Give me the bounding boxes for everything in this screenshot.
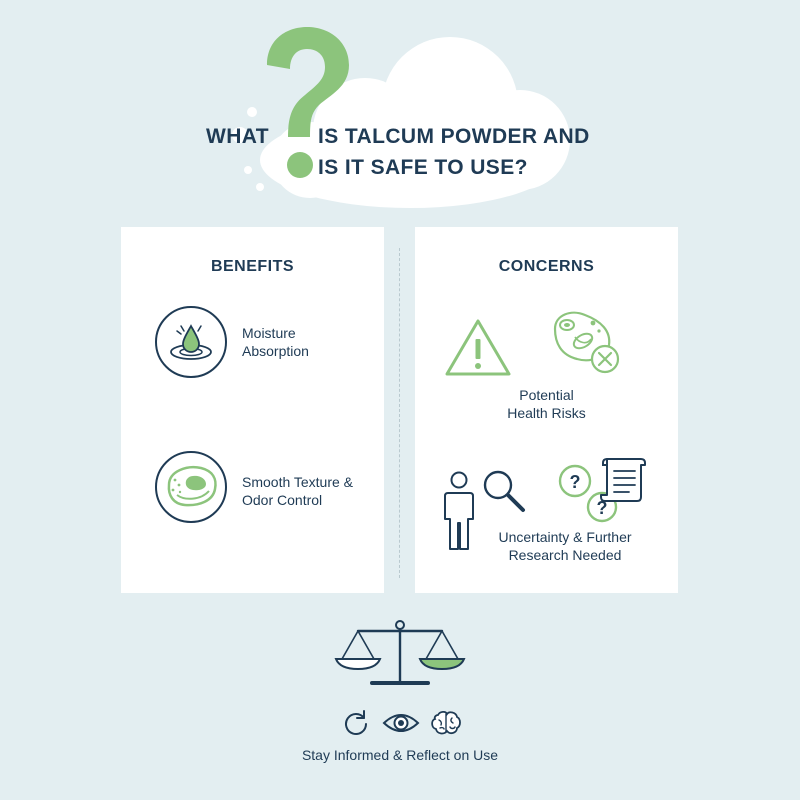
question-mark-icon [267,27,349,178]
benefit-1-label: Moisture Absorption [242,325,309,359]
concerns-title: CONCERNS [498,258,595,275]
magnifier-icon [483,470,525,512]
refresh-icon [345,710,367,735]
benefit-2-label: Smooth Texture & Odor Control [242,474,354,508]
document-scroll-icon [600,458,646,502]
warning-triangle-icon [445,319,511,376]
benefits-title: BENEFITS [210,258,295,275]
brain-icon [431,710,461,735]
title-word-what: WHAT [206,125,270,148]
title-line-2: IS IT SAFE TO USE? [318,156,528,179]
concern-2-label: Uncertainty & Further Research Needed [498,529,632,563]
svg-text:?: ? [597,498,608,518]
concern-1-label: Potential Health Risks [507,387,586,421]
benefits-card: BENEFITS Moisture Absorption Smooth Text… [121,227,384,593]
powder-puff-icon [155,451,227,523]
title-line-1: IS TALCUM POWDER AND [318,125,590,148]
eye-icon [382,714,420,732]
cloud-icon [232,37,570,208]
water-drop-icon [155,306,227,378]
svg-text:?: ? [570,472,581,492]
concerns-card: CONCERNS Potential Health Risks ? ? [415,227,678,593]
balance-scale-icon [334,620,466,685]
footer-text: Stay Informed & Reflect on Use [301,747,499,763]
cell-x-icon [553,311,620,374]
column-divider [399,248,400,578]
person-icon [444,471,474,550]
